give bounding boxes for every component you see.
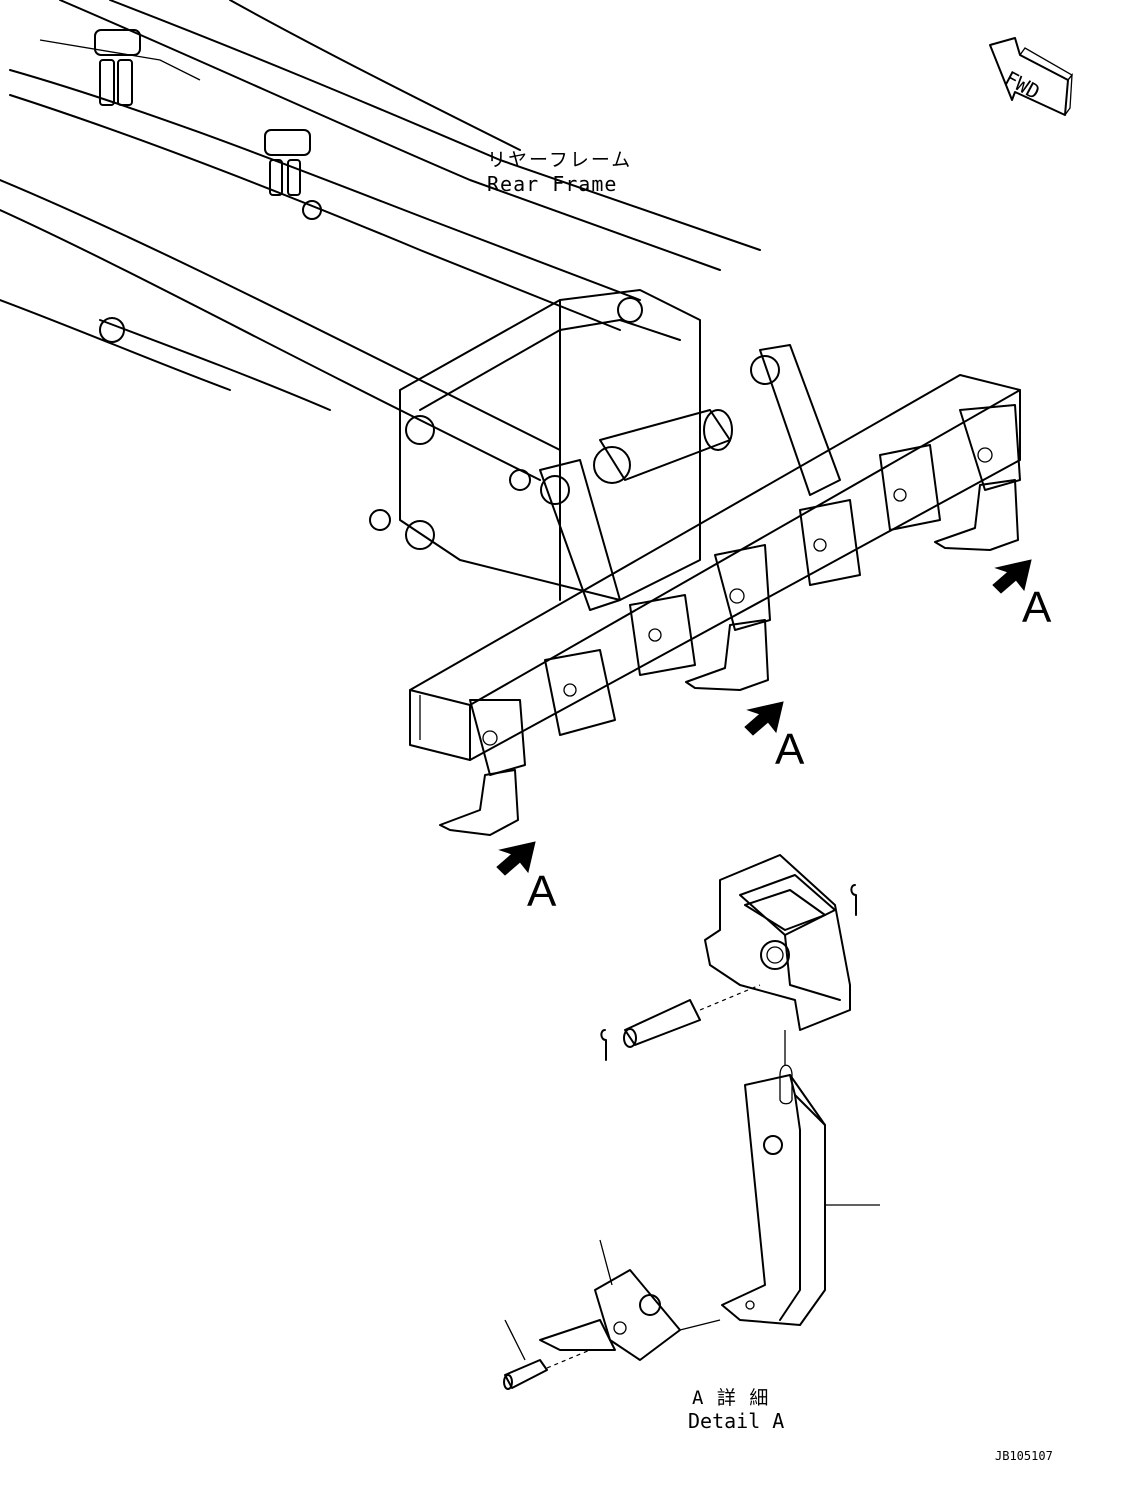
- detail-shank: [721, 1030, 880, 1326]
- detail-label-en: Detail A: [688, 1409, 785, 1433]
- detail-tooth-adapter: [539, 1239, 721, 1361]
- callout-a-right: A: [1022, 583, 1052, 632]
- shank-left: [439, 699, 526, 836]
- detail-cotter-pin-left: [600, 1029, 607, 1061]
- detail-pin: [623, 984, 761, 1048]
- callout-arrow-3: [992, 559, 1032, 594]
- detail-shank-holder: [704, 854, 851, 1031]
- callout-arrow-2: [744, 701, 784, 736]
- fwd-arrow-icon: [989, 37, 1073, 116]
- detail-label-jp: A 詳 細: [692, 1387, 770, 1409]
- callout-a-middle: A: [775, 725, 805, 774]
- callout-a-left: A: [527, 867, 557, 916]
- detail-cotter-pin-right: [850, 884, 857, 916]
- drawing-number: JB105107: [995, 1449, 1053, 1463]
- shank-middle: [685, 544, 771, 691]
- callout-arrow-1: [496, 841, 536, 876]
- rear-frame: [0, 0, 841, 611]
- ripper-beam: [409, 374, 1021, 761]
- shank-right: [934, 404, 1021, 551]
- rear-frame-label-jp: リヤーフレーム: [487, 149, 633, 171]
- rear-frame-label-en: Rear Frame: [487, 172, 618, 196]
- detail-tooth-pin: [503, 1319, 591, 1390]
